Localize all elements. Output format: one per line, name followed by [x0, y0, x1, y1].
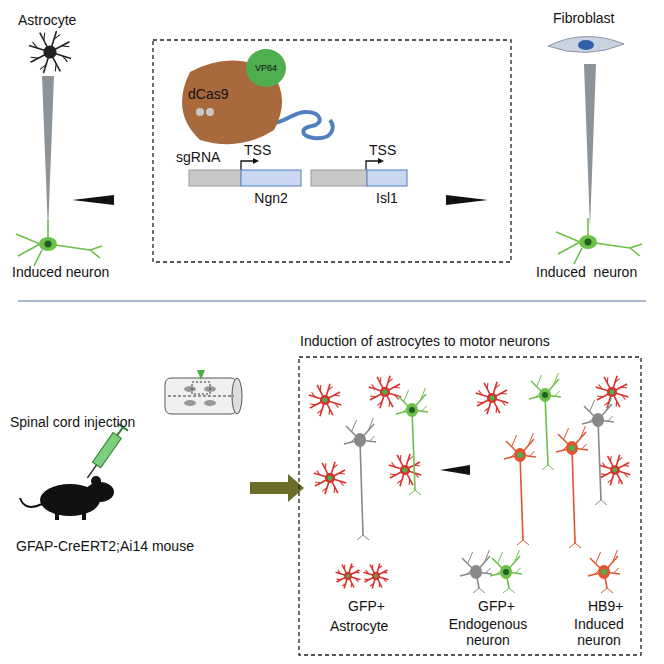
- legend-label: HB9+: [588, 598, 623, 614]
- astrocyte: [336, 564, 361, 589]
- divider: [18, 300, 646, 302]
- astrocyte: [476, 382, 508, 414]
- protein-label: dCas9: [188, 86, 228, 102]
- cell-label: Induced neuron: [12, 264, 109, 280]
- fibroblast: [548, 36, 624, 52]
- neuron: [396, 388, 428, 495]
- region-heading: Induction of astrocytes to motor neurons: [300, 333, 550, 349]
- astrocyte: [369, 376, 401, 408]
- legend-label: GFP+: [478, 598, 515, 614]
- sgrna-label: sgRNA: [176, 149, 220, 165]
- neuron: [556, 426, 588, 548]
- dashed-frame: [153, 40, 511, 262]
- spinal-cord: [165, 370, 242, 414]
- gene-locus: Isl1: [310, 166, 408, 210]
- neuron: [529, 373, 561, 470]
- arrow-head: [440, 465, 470, 475]
- arrow-head: [446, 195, 488, 205]
- gene-locus: Ngn2: [188, 166, 302, 210]
- neuron: [490, 550, 522, 593]
- arrow: [250, 474, 304, 502]
- neuron: [504, 433, 536, 545]
- nucleus: [578, 40, 594, 50]
- legend-label: Induced neuron: [562, 616, 636, 648]
- neuron: [588, 550, 620, 593]
- process-wedge: [584, 64, 596, 228]
- tss-label: TSS: [244, 142, 271, 158]
- legend-label: Astrocyte: [330, 618, 388, 634]
- process-wedge: [42, 76, 54, 232]
- tss-label: TSS: [369, 142, 396, 158]
- astrocyte: [364, 564, 389, 589]
- astrocyte: [314, 462, 346, 494]
- astrocyte: [29, 31, 71, 73]
- cell-label: Induced neuron: [536, 264, 637, 280]
- mouse-label: GFAP-CreERT2;Ai14 mouse: [16, 538, 194, 554]
- astrocyte: [600, 455, 631, 486]
- vp64-domain: VP64: [246, 49, 286, 87]
- cell-label: Fibroblast: [553, 10, 614, 26]
- gene-name: Ngn2: [254, 190, 287, 206]
- induced-neuron-figure: [556, 218, 642, 264]
- mouse: [20, 476, 114, 520]
- astrocyte: [596, 376, 628, 408]
- astrocyte: [309, 384, 341, 416]
- induced-neuron-figure: [16, 220, 102, 266]
- astrocyte: [389, 454, 421, 486]
- gene-name: Isl1: [376, 190, 398, 206]
- cell-label: Astrocyte: [18, 12, 76, 28]
- neuron: [344, 418, 376, 540]
- arrow-head: [72, 195, 114, 205]
- neuron: [460, 550, 492, 593]
- domain-label: VP64: [246, 49, 286, 87]
- legend-label: GFP+: [348, 598, 385, 614]
- syringe: [82, 424, 127, 482]
- legend-label: Endogenous neuron: [446, 616, 530, 648]
- step-label: Spinal cord injection: [10, 414, 135, 430]
- neuron: [582, 398, 614, 505]
